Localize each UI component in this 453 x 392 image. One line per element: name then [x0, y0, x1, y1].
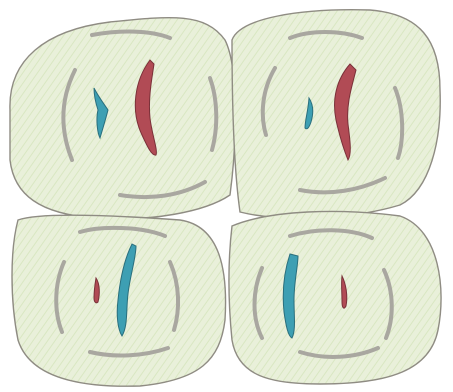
cell-membrane — [10, 18, 235, 219]
cell-bottom-left — [12, 215, 226, 386]
cell-bottom-right — [229, 211, 441, 384]
cell-top-right — [232, 10, 440, 218]
cell-top-left — [10, 18, 235, 219]
